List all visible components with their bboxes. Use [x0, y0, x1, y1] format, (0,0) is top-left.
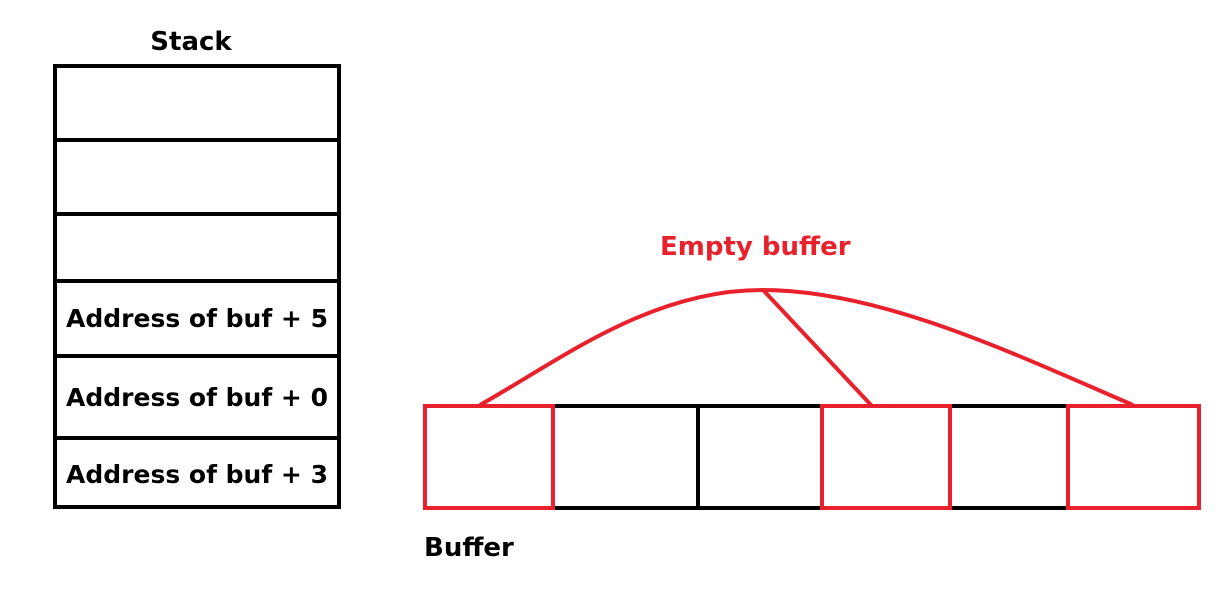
empty-cell-2: [820, 404, 952, 510]
empty-cell-1: [423, 404, 555, 510]
buffer-cell-2: [551, 404, 700, 510]
buffer-cell-5: [948, 404, 1070, 510]
stack-cell-3: [57, 212, 337, 279]
buffer-cell-4: [820, 404, 952, 510]
connector-line: [762, 289, 873, 407]
empty-cells: [423, 404, 1201, 510]
stack-cell-4: Address of buf + 5: [57, 279, 337, 354]
buffer-row: [423, 404, 1201, 510]
empty-cell-3: [1066, 404, 1201, 510]
buffer-cell-6: [1066, 404, 1201, 510]
buffer-label: Buffer: [424, 533, 514, 563]
stack: Address of buf + 5 Address of buf + 0 Ad…: [53, 64, 341, 509]
empty-buffer-label: Empty buffer: [660, 232, 851, 262]
stack-cell-5: Address of buf + 0: [57, 354, 337, 436]
stack-title: Stack: [150, 27, 232, 57]
stack-cell-2: [57, 138, 337, 212]
stack-cell-6: Address of buf + 3: [57, 436, 337, 509]
empty-connectors: [479, 287, 1134, 407]
connector-curve: [479, 287, 1134, 407]
buffer-cell-3: [696, 404, 824, 510]
buffer-cell-1: [423, 404, 555, 510]
